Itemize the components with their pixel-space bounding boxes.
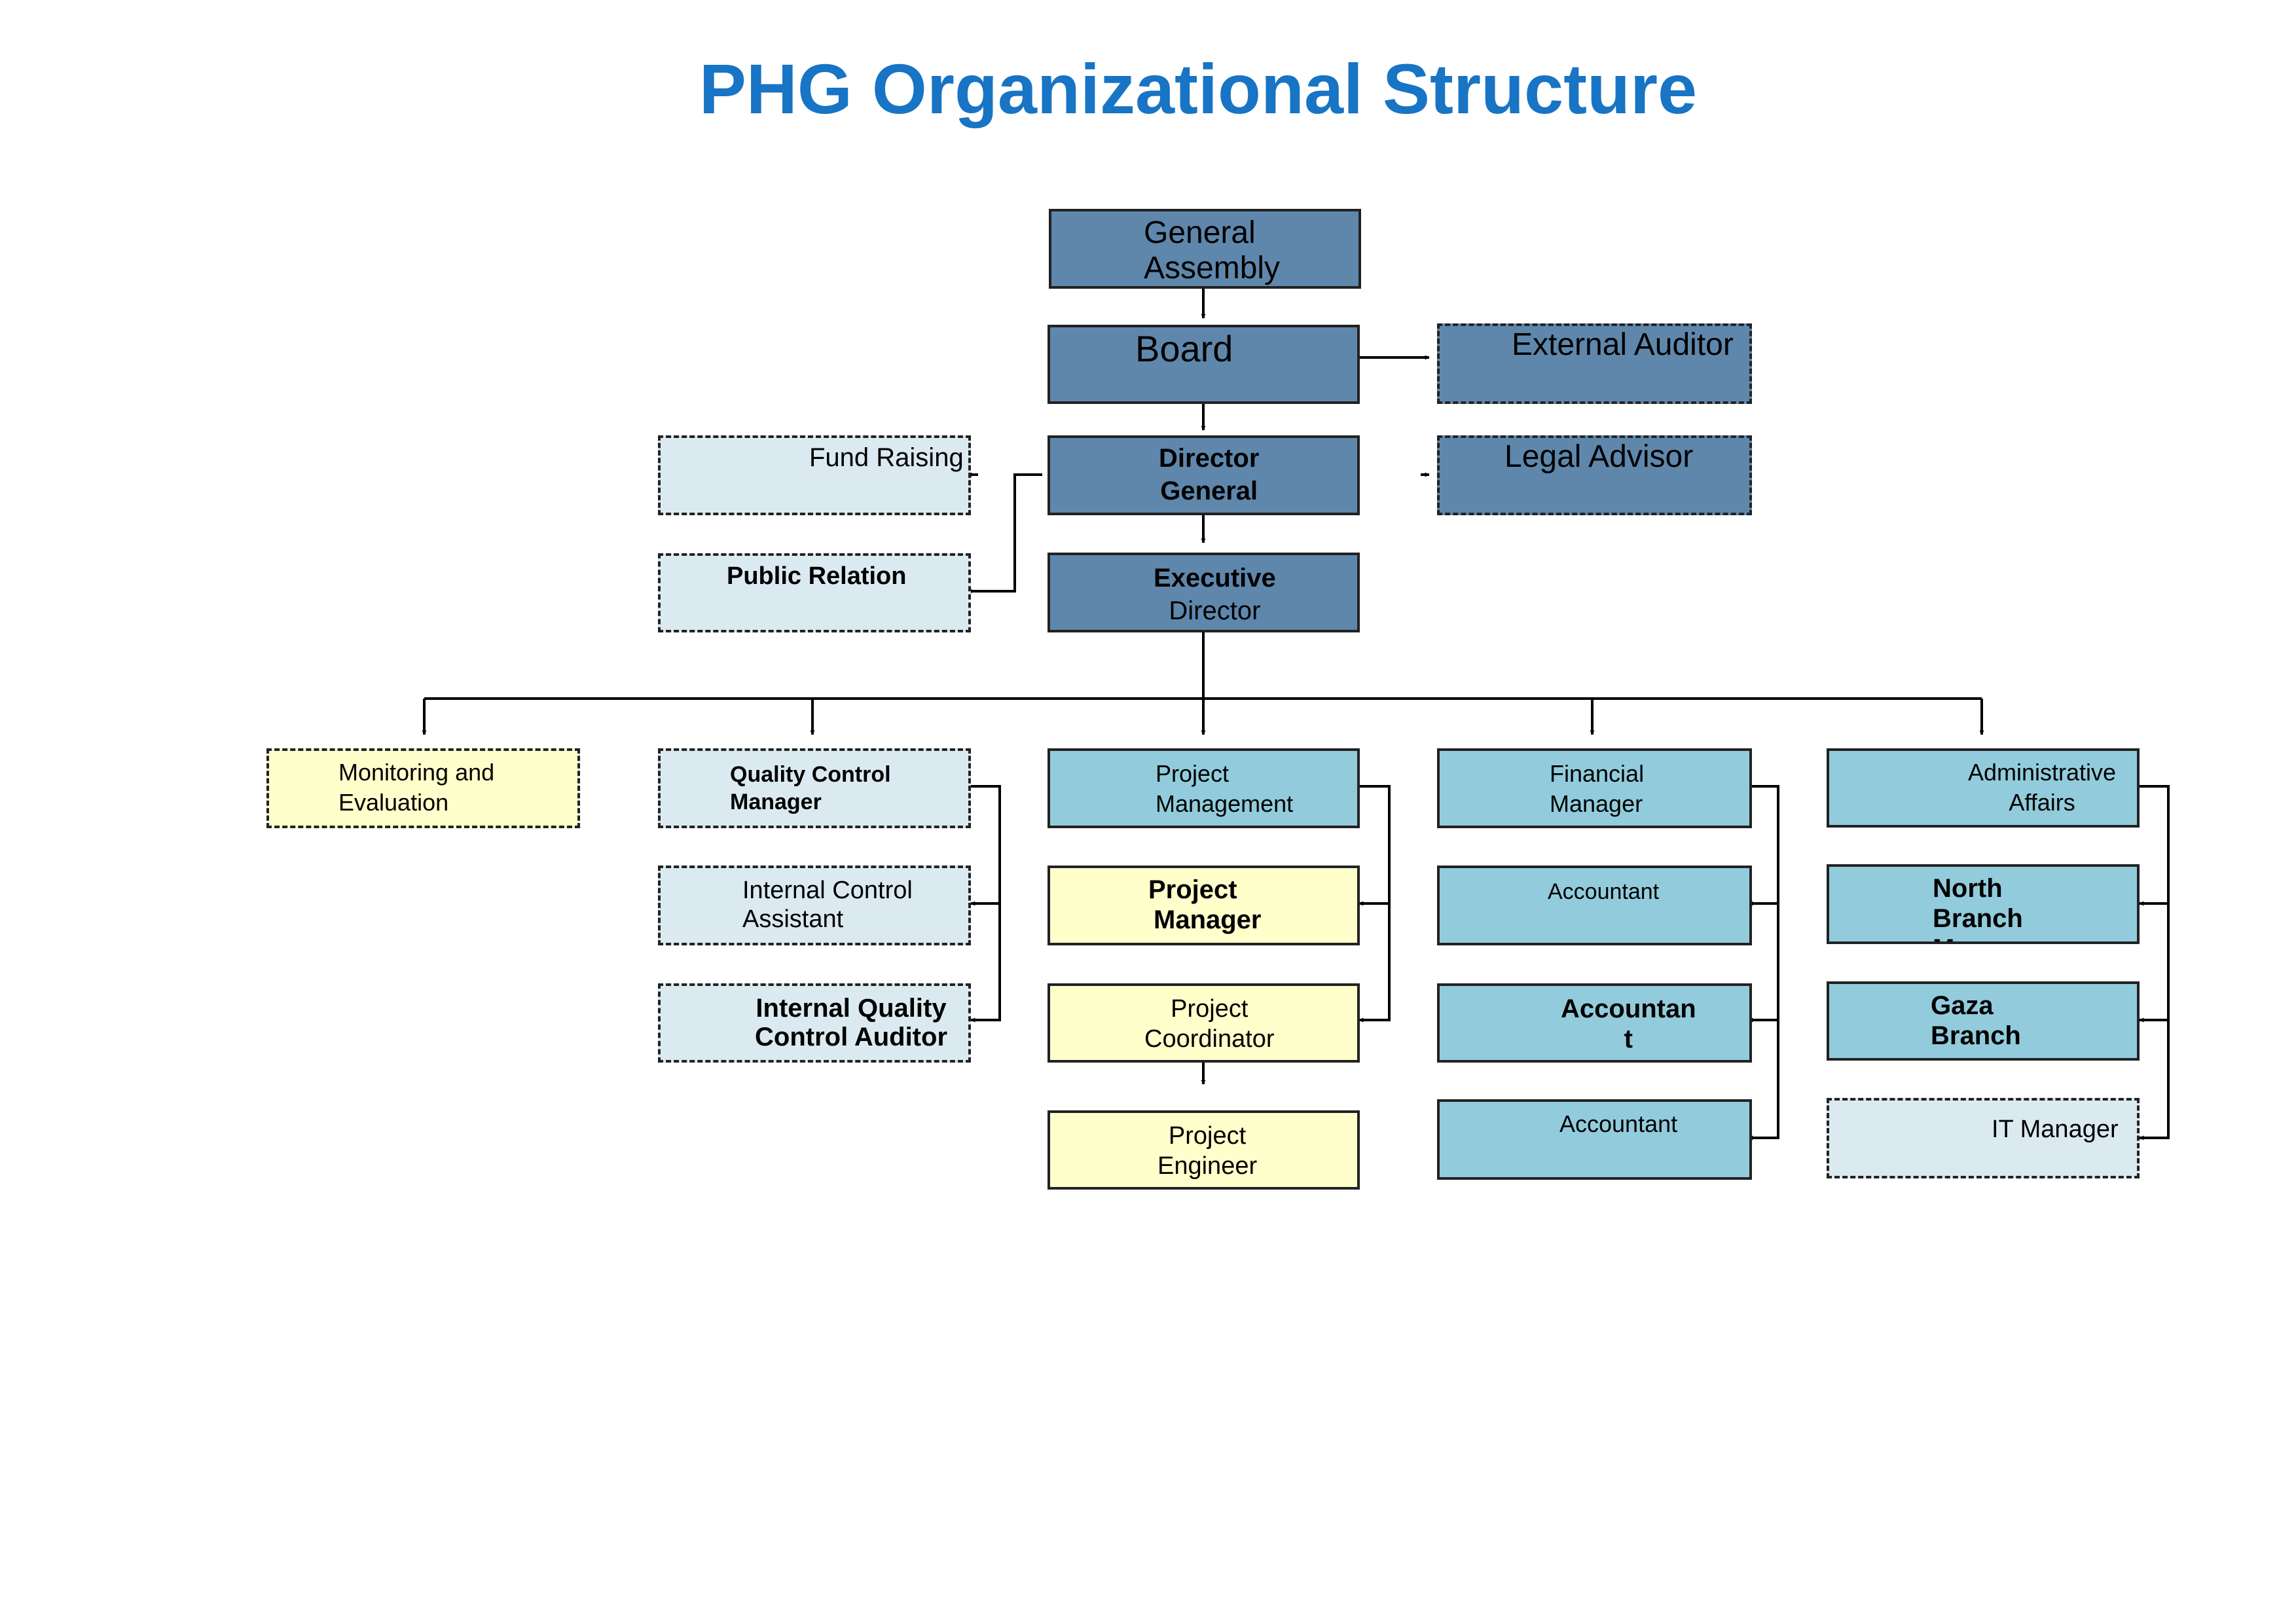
accountant-1-box: Accountant (1437, 866, 1752, 945)
legal-advisor-box: Legal Advisor (1437, 435, 1752, 515)
project-management-label: Project Management (1156, 760, 1294, 817)
accountant-2-box: Accountan t (1437, 983, 1752, 1063)
public-relation-box: Public Relation (658, 553, 971, 632)
quality-control-manager-label: Quality Control Manager (730, 762, 891, 814)
board-label: Board (1135, 328, 1233, 369)
link-pm-project-coordinator (1358, 903, 1391, 1023)
external-auditor-box: External Auditor (1437, 323, 1752, 404)
monitoring-evaluation-label: Monitoring and Evaluation (338, 759, 495, 816)
link-admin-gaza-branch (2139, 903, 2170, 1023)
link-director-general-public-relation (967, 473, 1042, 594)
fund-raising-box: Fund Raising (658, 435, 971, 515)
general-assembly-box: General Assembly (1049, 209, 1361, 289)
accountant-3-box: Accountant (1437, 1099, 1752, 1180)
legal-advisor-label: Legal Advisor (1504, 439, 1694, 474)
link-fm-accountant-2 (1748, 903, 1779, 1023)
administrative-affairs-label: Administrative Affairs (1968, 759, 2117, 816)
it-manager-box: IT Manager (1827, 1098, 2140, 1178)
internal-quality-control-auditor-box: Internal Quality Control Auditor (658, 983, 971, 1063)
link-fm-accountant-3 (1748, 1020, 1779, 1140)
public-relation-label: Public Relation (727, 562, 907, 590)
board-box: Board (1048, 325, 1360, 404)
accountant-2-label: Accountan t (1561, 994, 1696, 1053)
chart-title: PHG Organizational Structure (699, 49, 1698, 128)
financial-manager-box: Financial Manager (1437, 748, 1752, 828)
project-manager-label: Project Manager (1148, 875, 1262, 934)
monitoring-evaluation-box: Monitoring and Evaluation (266, 748, 580, 828)
it-manager-label: IT Manager (1992, 1116, 2119, 1143)
north-branch-box: North Branch M (1827, 864, 2140, 944)
quality-control-manager-box: Quality Control Manager (658, 748, 971, 828)
executive-director-box: Executive Director (1048, 553, 1360, 632)
internal-control-assistant-label: Internal Control Assistant (742, 877, 913, 933)
project-coordinator-label: Project Coordinator (1144, 995, 1275, 1053)
administrative-affairs-box: Administrative Affairs (1827, 748, 2140, 828)
financial-manager-label: Financial Manager (1550, 760, 1645, 817)
link-pm-project-manager (1358, 785, 1391, 906)
link-fm-accountant-1 (1748, 785, 1779, 906)
external-auditor-label: External Auditor (1512, 327, 1734, 362)
project-manager-box: Project Manager (1048, 866, 1360, 945)
internal-control-assistant-box: Internal Control Assistant (658, 866, 971, 945)
link-qc-internal-control-assistant (968, 785, 1001, 906)
director-general-label: Director General (1159, 444, 1260, 505)
link-qc-internal-quality-auditor (970, 903, 1001, 1023)
general-assembly-label: General Assembly (1144, 215, 1281, 285)
north-branch-label: North Branch M (1933, 874, 2023, 941)
project-engineer-label: Project Engineer (1157, 1122, 1258, 1180)
internal-quality-control-auditor-label: Internal Quality Control Auditor (755, 994, 948, 1051)
accountant-1-label: Accountant (1548, 879, 1660, 904)
executive-director-label: Executive Director (1154, 564, 1276, 625)
fund-raising-label: Fund Raising (809, 443, 964, 472)
accountant-3-label: Accountant (1559, 1110, 1678, 1137)
gaza-branch-box: Gaza Branch (1827, 981, 2140, 1061)
gaza-branch-label: Gaza Branch (1931, 991, 2021, 1050)
project-coordinator-box: Project Coordinator (1048, 983, 1360, 1063)
project-management-box: Project Management (1048, 748, 1360, 828)
link-admin-it-manager (2139, 1020, 2170, 1140)
project-engineer-box: Project Engineer (1048, 1110, 1360, 1190)
link-admin-north-branch (2139, 785, 2170, 906)
director-general-box: Director General (1048, 435, 1360, 515)
